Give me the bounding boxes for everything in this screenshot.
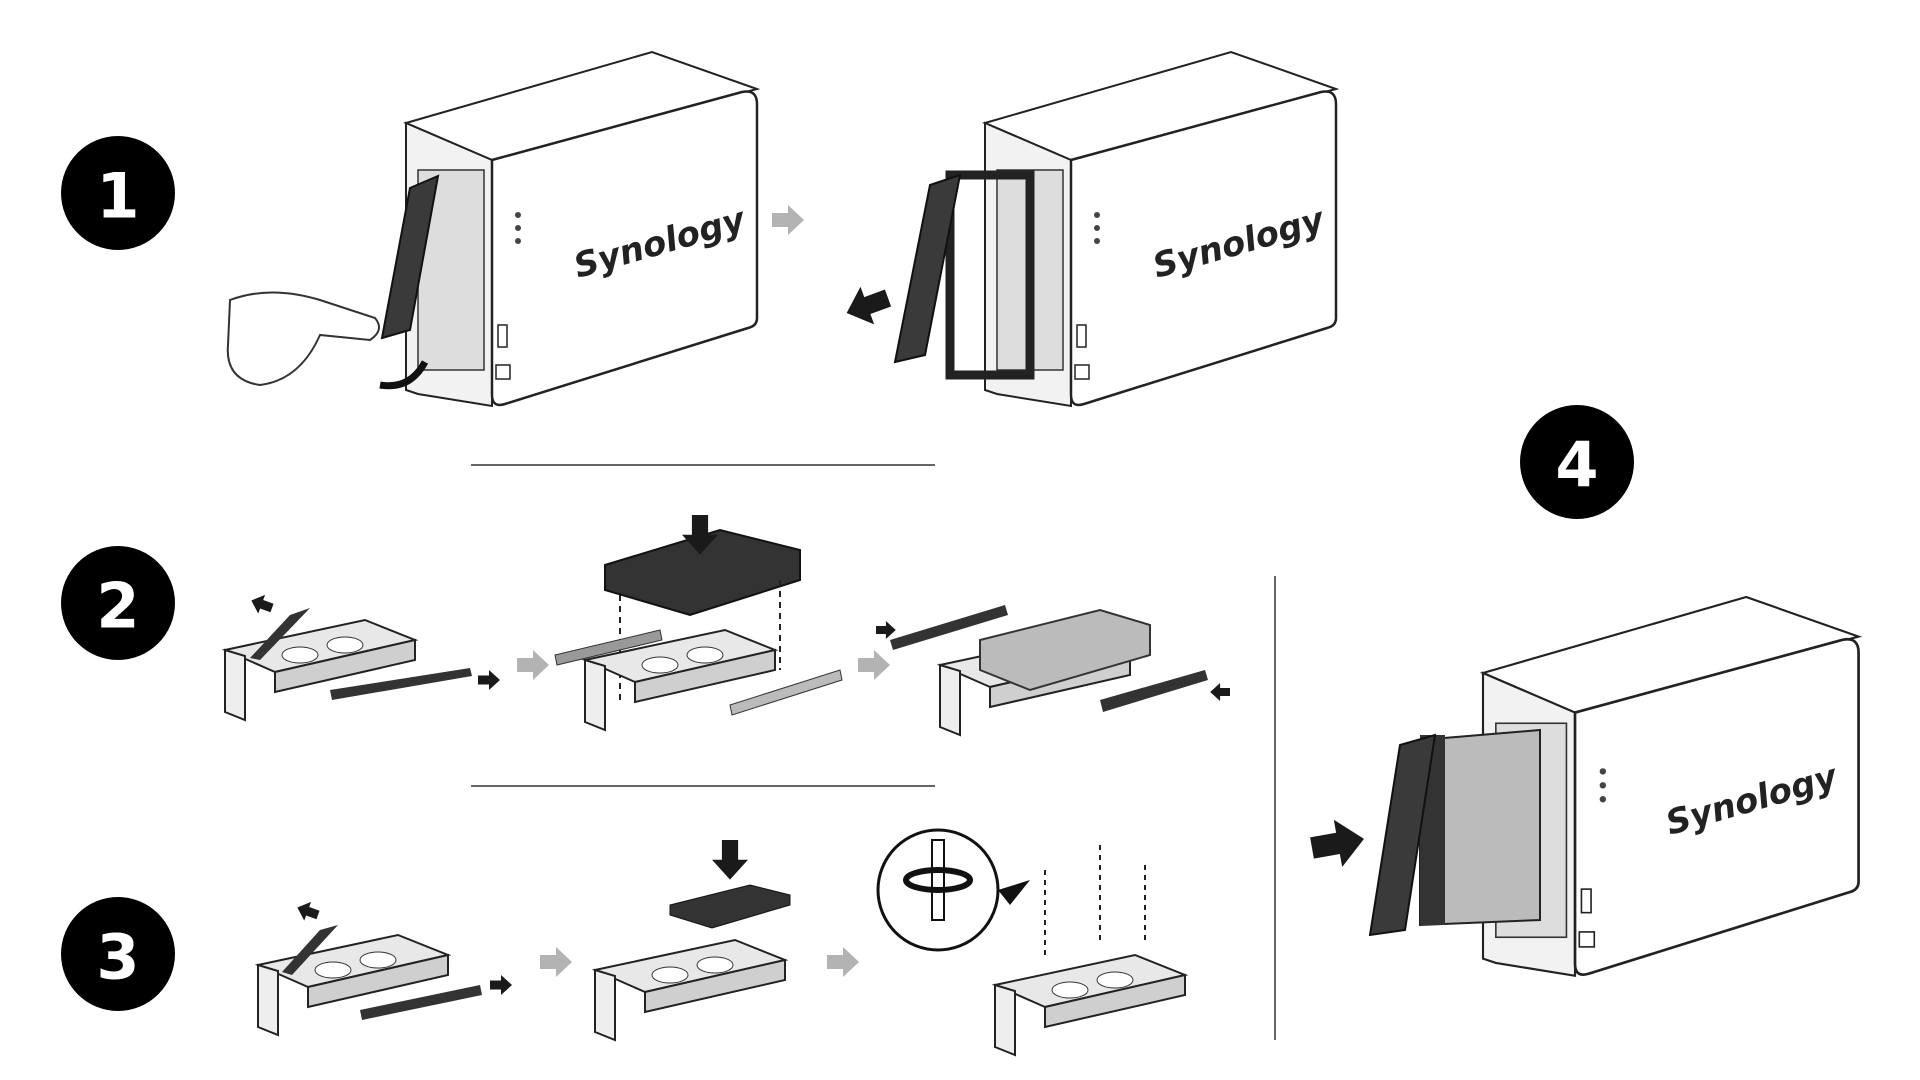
insert-arrow [712,840,748,880]
nas-device-remove-tray: Synology [839,50,1338,408]
front-cover [380,174,440,340]
hard-drive [604,528,801,617]
tray-rail [554,629,663,666]
step-3-illustrations [257,828,1186,1056]
pull-arrow [839,279,895,332]
progress-arrow [517,650,549,680]
tray-rail [1100,670,1208,712]
svg-text:1: 1 [96,160,139,233]
nas-device-insert-tray: Synology [1307,595,1860,978]
svg-text:2: 2 [96,570,139,643]
progress-arrow [772,205,804,235]
tray-rail [250,608,310,660]
front-cover [893,173,962,364]
drive-tray [994,954,1186,1056]
progress-arrow [827,947,859,977]
nas-device-open-cover: Synology [226,50,759,408]
tray-rail [360,985,482,1020]
hard-drive [979,608,1151,692]
tray-rail [282,925,338,975]
screwdriver-icon [931,839,945,921]
ssd [669,884,791,929]
svg-text:3: 3 [96,921,139,994]
front-cover [1368,733,1437,937]
step-1-badge: 1 [61,136,175,250]
step-3-badge: 3 [61,897,175,1011]
step-4-badge: 4 [1520,405,1634,519]
step-2-badge: 2 [61,546,175,660]
step-2-illustrations [224,515,1230,736]
rotate-arrow-icon [379,360,429,390]
progress-arrow [858,650,890,680]
tray-rail [729,669,843,716]
svg-text:4: 4 [1555,429,1598,502]
tray-rail [330,668,472,700]
rotate-icon [903,867,973,893]
tray-rail [890,605,1008,650]
drive-tray [594,939,786,1041]
drive-tray [257,934,449,1036]
drive-tray [945,170,1035,380]
progress-arrow [540,947,572,977]
push-arrow [1307,815,1369,872]
hand-icon [226,291,380,387]
drive-tray [224,619,416,721]
